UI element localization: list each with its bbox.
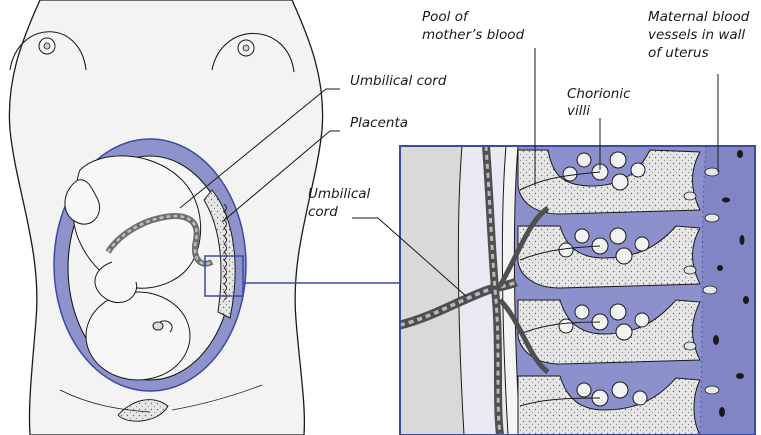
label-maternal-line2: vessels in wall [648,27,745,43]
label-villi-line1: Chorionic [567,86,631,102]
label-umbilical-cord-left-line2: cord [308,204,338,220]
label-pool-line2: mother’s blood [422,27,525,43]
fetus-head [86,292,190,380]
zoom-panel [400,146,755,435]
torso-illustration [9,0,322,435]
label-maternal-line1: Maternal blood [648,9,750,25]
label-placenta: Placenta [350,115,408,131]
label-umbilical-cord-left-line1: Umbilical [308,186,371,202]
label-maternal-line3: of uterus [648,45,709,61]
label-umbilical-cord-top: Umbilical cord [350,73,447,89]
label-villi-line2: villi [567,103,590,119]
label-pool-line1: Pool of [422,9,470,25]
